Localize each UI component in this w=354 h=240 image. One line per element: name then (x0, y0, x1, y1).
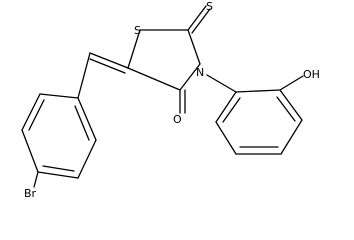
structure-canvas: S S N O OH Br (21, 0, 320, 200)
bond-n-aryl (206, 74, 237, 93)
thione-double-bond (187, 5, 211, 34)
atom-label-o-carbonyl: O (173, 113, 182, 126)
atom-label-bromine: Br (24, 187, 37, 200)
hydroxyphenyl-ring (206, 74, 304, 155)
bond-n3-c4 (179, 63, 201, 91)
carbonyl-double-bond (179, 89, 186, 114)
atom-label-s-thione: S (206, 0, 213, 13)
bromophenyl-ring (21, 52, 97, 188)
atom-label-s-ring: S (134, 24, 141, 37)
bond-c4-c5 (127, 67, 181, 91)
atom-label-n: N (196, 66, 204, 79)
thiazolidine-ring (127, 29, 201, 91)
molecule-drawing: S S N O OH Br (21, 0, 320, 200)
atom-label-hydroxyl: OH (303, 68, 320, 81)
bond-c5-s1 (127, 29, 141, 69)
bond-c2-n3 (187, 29, 201, 65)
bond-aryl-br (33, 171, 39, 188)
bond-vinyl-aryl (77, 52, 91, 99)
exocyclic-double-bond (89, 52, 129, 74)
bond-aryl-oh (279, 75, 304, 91)
